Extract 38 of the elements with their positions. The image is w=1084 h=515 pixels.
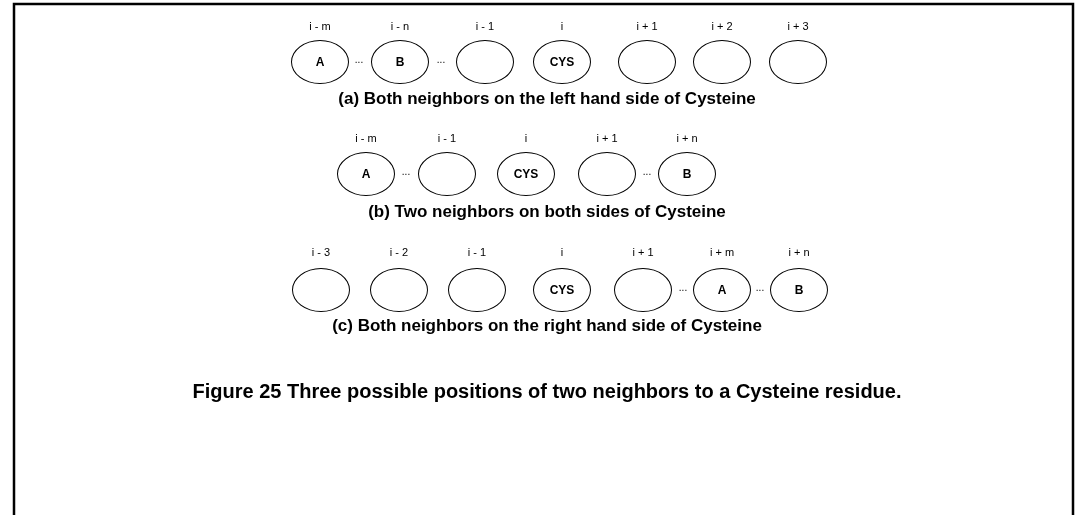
residue-label: A — [361, 167, 371, 181]
position-label: i — [524, 132, 528, 144]
position-label: i — [560, 246, 564, 258]
ellipsis-text: ... — [642, 166, 652, 177]
position-label: i - n — [390, 20, 410, 32]
panel-caption: (c) Both neighbors on the right hand side of Cysteine — [332, 316, 762, 336]
position-label: i - 3 — [311, 246, 331, 258]
panel-caption: (a) Both neighbors on the left hand side of Cysteine — [338, 89, 756, 109]
residue-label: B — [794, 283, 804, 297]
ellipsis-text: ... — [436, 54, 446, 65]
position-label: i + m — [709, 246, 735, 258]
ellipsis-text: ... — [755, 282, 765, 293]
position-label: i - 1 — [475, 20, 495, 32]
position-label: i + 1 — [632, 246, 654, 258]
position-label: i + 2 — [711, 20, 733, 32]
position-label: i + 3 — [787, 20, 809, 32]
position-label: i + 1 — [636, 20, 658, 32]
residue-label: CYS — [549, 55, 575, 69]
position-label: i - m — [309, 20, 331, 32]
ellipsis-text: ... — [401, 166, 411, 177]
position-label: i - m — [355, 132, 377, 144]
residue-label: CYS — [549, 283, 575, 297]
position-label: i - 1 — [467, 246, 487, 258]
residue-label: A — [315, 55, 325, 69]
position-label: i - 2 — [389, 246, 409, 258]
position-label: i — [560, 20, 564, 32]
position-label: i + n — [676, 132, 698, 144]
ellipsis-text: ... — [354, 54, 364, 65]
residue-label: B — [395, 55, 405, 69]
position-label: i + n — [788, 246, 810, 258]
residue-label: A — [717, 283, 727, 297]
ellipsis-text: ... — [678, 282, 688, 293]
position-label: i + 1 — [596, 132, 618, 144]
panel-caption: (b) Two neighbors on both sides of Cysteine — [368, 202, 726, 222]
figure-caption: Figure 25 Three possible positions of two neighbors to a Cysteine residue. — [192, 380, 902, 403]
residue-label: CYS — [513, 167, 539, 181]
position-label: i - 1 — [437, 132, 457, 144]
residue-label: B — [682, 167, 692, 181]
